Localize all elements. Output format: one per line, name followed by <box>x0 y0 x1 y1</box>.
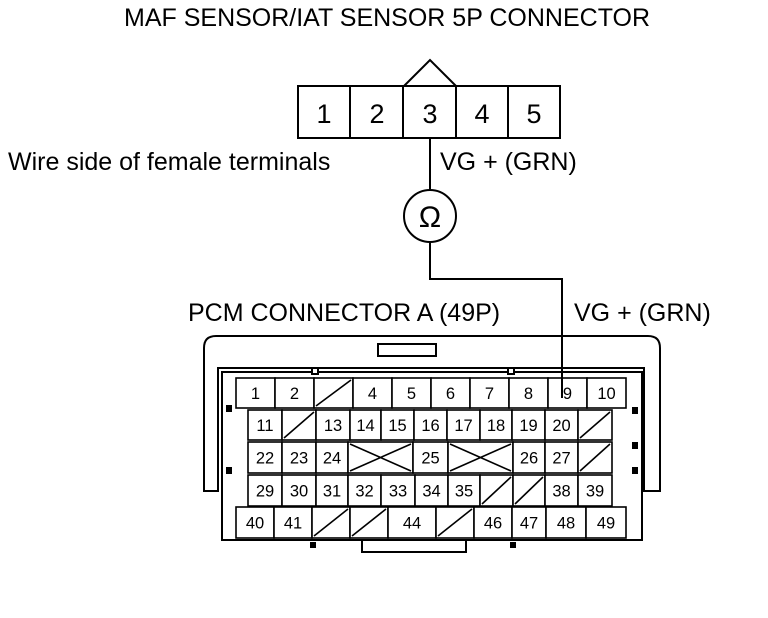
ohm-symbol: Ω <box>419 201 441 234</box>
terminal-number: 22 <box>256 450 274 468</box>
maf-pin: 1 <box>316 99 331 129</box>
terminal-number: 46 <box>484 515 502 533</box>
terminal-number: 18 <box>487 417 505 435</box>
terminal-number: 41 <box>284 515 302 533</box>
terminal-number: 33 <box>389 483 407 501</box>
terminal-cell <box>469 377 510 409</box>
terminal-cell <box>273 506 313 539</box>
terminal-number: 17 <box>454 417 472 435</box>
terminal-cell <box>547 377 588 409</box>
terminal-number: 19 <box>519 417 537 435</box>
terminal-cell <box>235 506 275 539</box>
terminal-number: 38 <box>552 483 570 501</box>
terminal-number: 25 <box>421 450 439 468</box>
terminal-number: 15 <box>388 417 406 435</box>
terminal-number: 4 <box>368 385 377 403</box>
terminal-cell <box>447 474 481 507</box>
terminal-cell <box>281 441 317 474</box>
terminal-cell <box>380 409 415 441</box>
terminal-cell <box>391 377 432 409</box>
terminal-cell <box>347 474 382 507</box>
pcm-connector-housing <box>203 335 661 553</box>
terminal-cell <box>349 409 382 441</box>
blocked-slash <box>315 379 352 407</box>
terminal-cell <box>544 409 579 441</box>
terminal-number: 34 <box>422 483 440 501</box>
terminal-number: 23 <box>290 450 308 468</box>
terminal-cell <box>577 474 613 507</box>
terminal-number: 14 <box>356 417 374 435</box>
terminal-cell <box>315 409 351 441</box>
blocked-slash <box>437 508 473 537</box>
terminal-cell <box>545 506 587 539</box>
terminal-number: 8 <box>524 385 533 403</box>
pcm-wire-label: VG + (GRN) <box>574 299 711 327</box>
terminal-number: 44 <box>403 515 421 533</box>
blocked-slash <box>351 508 387 537</box>
terminal-number: 27 <box>552 450 570 468</box>
terminal-number: 13 <box>324 417 342 435</box>
maf-pin: 3 <box>422 99 437 129</box>
maf-connector-title: MAF SENSOR/IAT SENSOR 5P CONNECTOR <box>124 4 650 32</box>
terminal-number: 10 <box>597 385 615 403</box>
terminal-number: 29 <box>256 483 274 501</box>
terminal-cell <box>544 441 579 474</box>
terminal-number: 47 <box>520 515 538 533</box>
terminal-number: 9 <box>563 385 572 403</box>
terminal-number: 39 <box>586 483 604 501</box>
terminal-cell <box>585 506 627 539</box>
connector-key-tab <box>403 58 457 87</box>
maf-pin: 4 <box>474 99 489 129</box>
maf-side-label: Wire side of female terminals <box>8 148 330 176</box>
pcm-connector-title: PCM CONNECTOR A (49P) <box>188 299 500 327</box>
maf-pin: 5 <box>526 99 541 129</box>
terminal-cell <box>274 377 315 409</box>
terminal-cell <box>414 474 449 507</box>
blocked-slash <box>579 443 611 472</box>
terminal-cell <box>413 409 448 441</box>
terminal-cell <box>281 474 317 507</box>
terminal-cell <box>247 441 283 474</box>
terminal-number: 20 <box>552 417 570 435</box>
ohmmeter-icon <box>403 189 457 243</box>
maf-wire-label: VG + (GRN) <box>440 148 577 176</box>
terminal-number: 31 <box>323 483 341 501</box>
blocked-slash <box>579 411 611 439</box>
terminal-cell <box>512 441 546 474</box>
terminal-number: 24 <box>323 450 341 468</box>
terminal-number: 32 <box>355 483 373 501</box>
blocked-slash <box>449 443 512 472</box>
terminal-number: 26 <box>520 450 538 468</box>
maf-pin-labels: 1 2 3 4 5 <box>316 99 541 129</box>
terminal-number: 11 <box>256 417 273 435</box>
probe-wire <box>429 138 563 395</box>
terminal-number: 16 <box>421 417 439 435</box>
terminal-cell <box>473 506 513 539</box>
blocked-slash <box>481 476 512 505</box>
blocked-slash <box>283 411 315 439</box>
blocked-slash <box>313 508 349 537</box>
blocked-slash <box>514 476 544 505</box>
housing-latches <box>226 405 638 548</box>
terminal-number: 30 <box>290 483 308 501</box>
terminal-cell <box>544 474 579 507</box>
terminal-cell <box>430 377 471 409</box>
terminal-number: 7 <box>485 385 494 403</box>
terminal-number: 49 <box>597 515 615 533</box>
terminal-number: 2 <box>290 385 299 403</box>
terminal-number: 6 <box>446 385 455 403</box>
terminal-number: 40 <box>246 515 264 533</box>
terminal-number: 48 <box>557 515 575 533</box>
terminal-number: 5 <box>407 385 416 403</box>
maf-pin: 2 <box>369 99 384 129</box>
terminal-number: 1 <box>251 385 260 403</box>
blocked-slash <box>349 443 412 472</box>
terminal-number: 35 <box>455 483 473 501</box>
terminal-cell <box>586 377 627 409</box>
